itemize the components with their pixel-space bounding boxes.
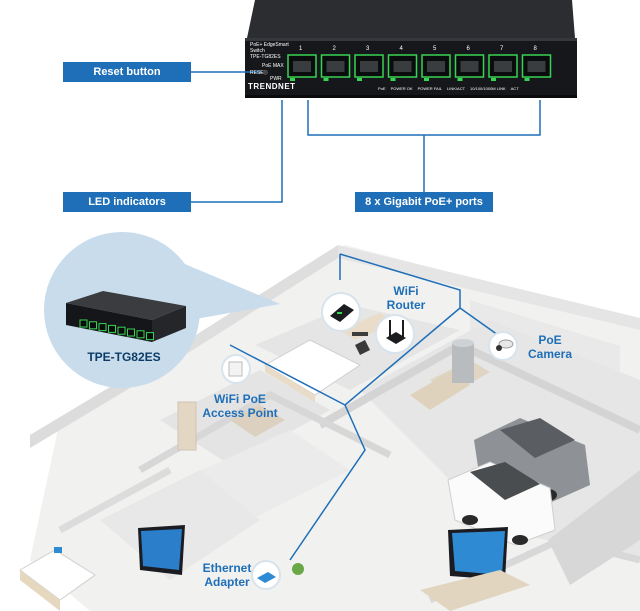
ports-callout: 8 x Gigabit PoE+ ports [355,192,493,212]
ethernet-adapter-label-2: Adapter [204,575,250,589]
switch-power-label: PoE MAX [262,63,284,69]
switch-pwr-label: PWR [270,76,282,82]
reset-button-hole[interactable] [263,70,268,75]
poe-camera-label-2: Camera [527,347,573,361]
port-socket-8 [527,61,546,72]
led-legend-item: POWER OK [390,86,413,91]
inset-port-1 [79,319,88,328]
led-indicators-callout: LED indicators [63,192,191,212]
switch-brand-logo: TRENDNET [248,82,296,91]
port-number-7: 7 [500,46,504,52]
wifi-router-label-1: WiFi [393,284,419,298]
port-led-8 [524,78,530,81]
access-point-label-1: WiFi PoE [214,392,266,406]
led-legend-item: POWER FAIL [417,86,443,91]
inset-port-3 [98,323,107,332]
led-legend-item: LINK/ACT [447,86,466,91]
inset-model-label: TPE-TG82ES [87,350,161,364]
led-legend-row: PoE POWER OK POWER FAIL LINK/ACT 10/100/1000… [378,86,519,91]
ethernet-adapter-label-1: Ethernet [202,561,252,575]
inset-port-2 [89,321,97,330]
port-socket-1 [293,61,311,72]
port-number-2: 2 [332,46,336,52]
led-legend-item: PoE [378,86,386,91]
port-socket-3 [360,61,378,72]
leds-line [190,100,283,203]
port-led-4 [390,78,396,81]
port-number-6: 6 [466,46,470,52]
port-socket-5 [427,61,445,72]
port-number-4: 4 [399,46,403,52]
inset-port-4 [108,324,116,333]
inset-port-5 [117,326,126,335]
port-number-5: 5 [433,46,437,52]
device-bubbles [221,292,518,590]
inset-port-7 [136,330,145,339]
switch-model-line3: TPE-TG82ES [250,54,281,60]
port-number-3: 3 [366,46,370,52]
access-point-label-2: Access Point [202,406,278,420]
inset-port-8 [146,332,154,341]
switch-model-line1: PoE+ EdgeSmart [250,42,289,48]
poe-camera-label-1: PoE [538,333,562,347]
switch-model-line2: Switch [250,48,265,54]
led-legend-item: ACT [510,86,519,91]
port-socket-6 [460,61,479,72]
white-car [447,461,556,546]
port-number-1: 1 [299,46,303,52]
port-socket-4 [393,61,412,72]
port-led-6 [457,78,463,81]
port-led-7 [491,78,496,81]
inset-port-6 [127,328,135,337]
port-number-8: 8 [533,46,537,52]
port-socket-2 [326,61,345,72]
ports-bracket [307,100,541,136]
reset-button-callout: Reset button [63,62,191,82]
port-led-3 [357,78,362,81]
switch-reset-label: RESET [250,70,267,76]
wifi-router-label-2: Router [386,298,426,312]
inset-bubble [44,232,280,388]
port-socket-7 [494,61,512,72]
switch-ports [287,54,552,81]
port-led-5 [424,78,429,81]
house-floorplan [19,245,640,611]
led-legend-item: 10/100/1000M LINK [470,86,506,91]
port-led-1 [290,78,295,81]
port-led-2 [323,78,329,81]
callout-lines [190,71,541,203]
inset-switch-ports [79,319,154,341]
